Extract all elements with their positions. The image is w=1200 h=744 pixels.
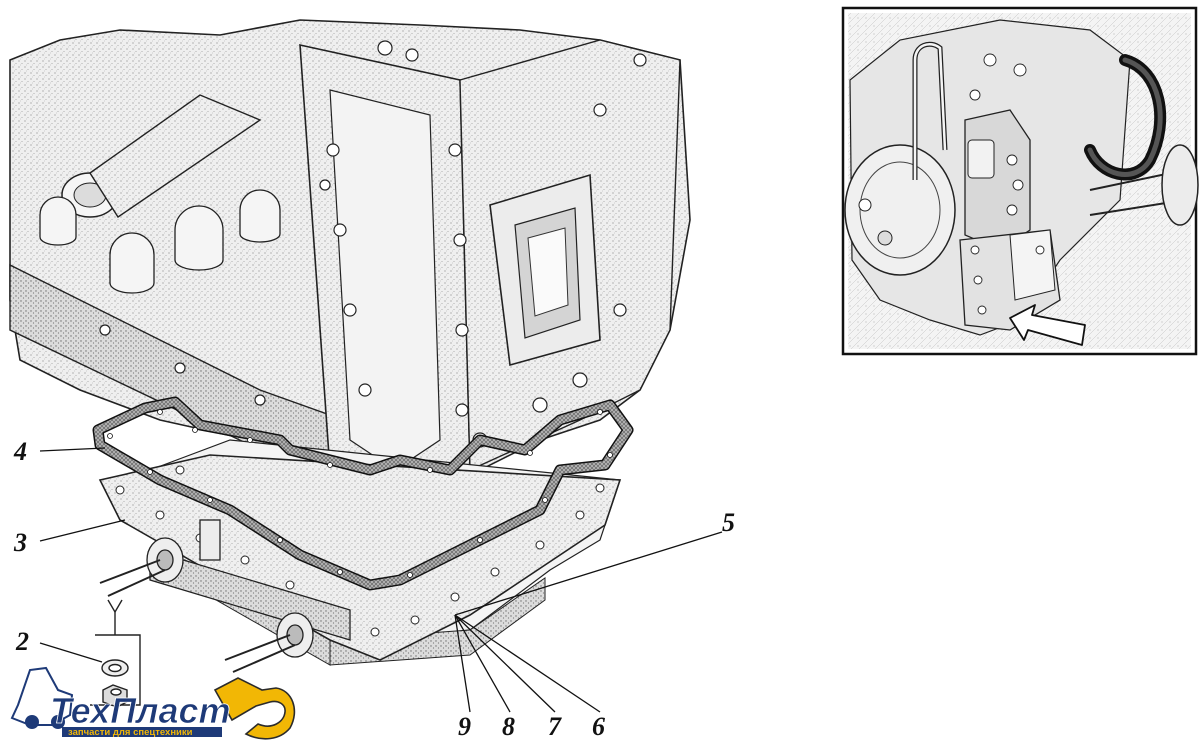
callout-labels: 4 3 2 5 9 8 7 6	[13, 437, 735, 741]
callout-2: 2	[15, 627, 29, 656]
brand-logo: ТехПласт запчасти для спецтехники	[10, 666, 296, 740]
leader-lines	[39, 447, 723, 713]
inset-photo	[841, 6, 1199, 356]
callout-6: 6	[592, 712, 605, 741]
excavator-bucket-icon	[213, 677, 296, 740]
callout-3: 3	[13, 528, 27, 557]
callout-5: 5	[722, 508, 735, 537]
logo-tagline: запчасти для спецтехники	[68, 727, 193, 738]
shaft-assembly	[99, 519, 351, 673]
callout-7: 7	[548, 712, 562, 741]
transmission-housing	[9, 19, 691, 511]
washer-detail	[90, 599, 141, 708]
callout-8: 8	[502, 712, 515, 741]
gasket	[92, 396, 634, 591]
logo-brand: ТехПласт	[50, 690, 231, 731]
callout-9: 9	[458, 712, 471, 741]
callout-4: 4	[13, 437, 27, 466]
loader-icon	[10, 666, 74, 726]
